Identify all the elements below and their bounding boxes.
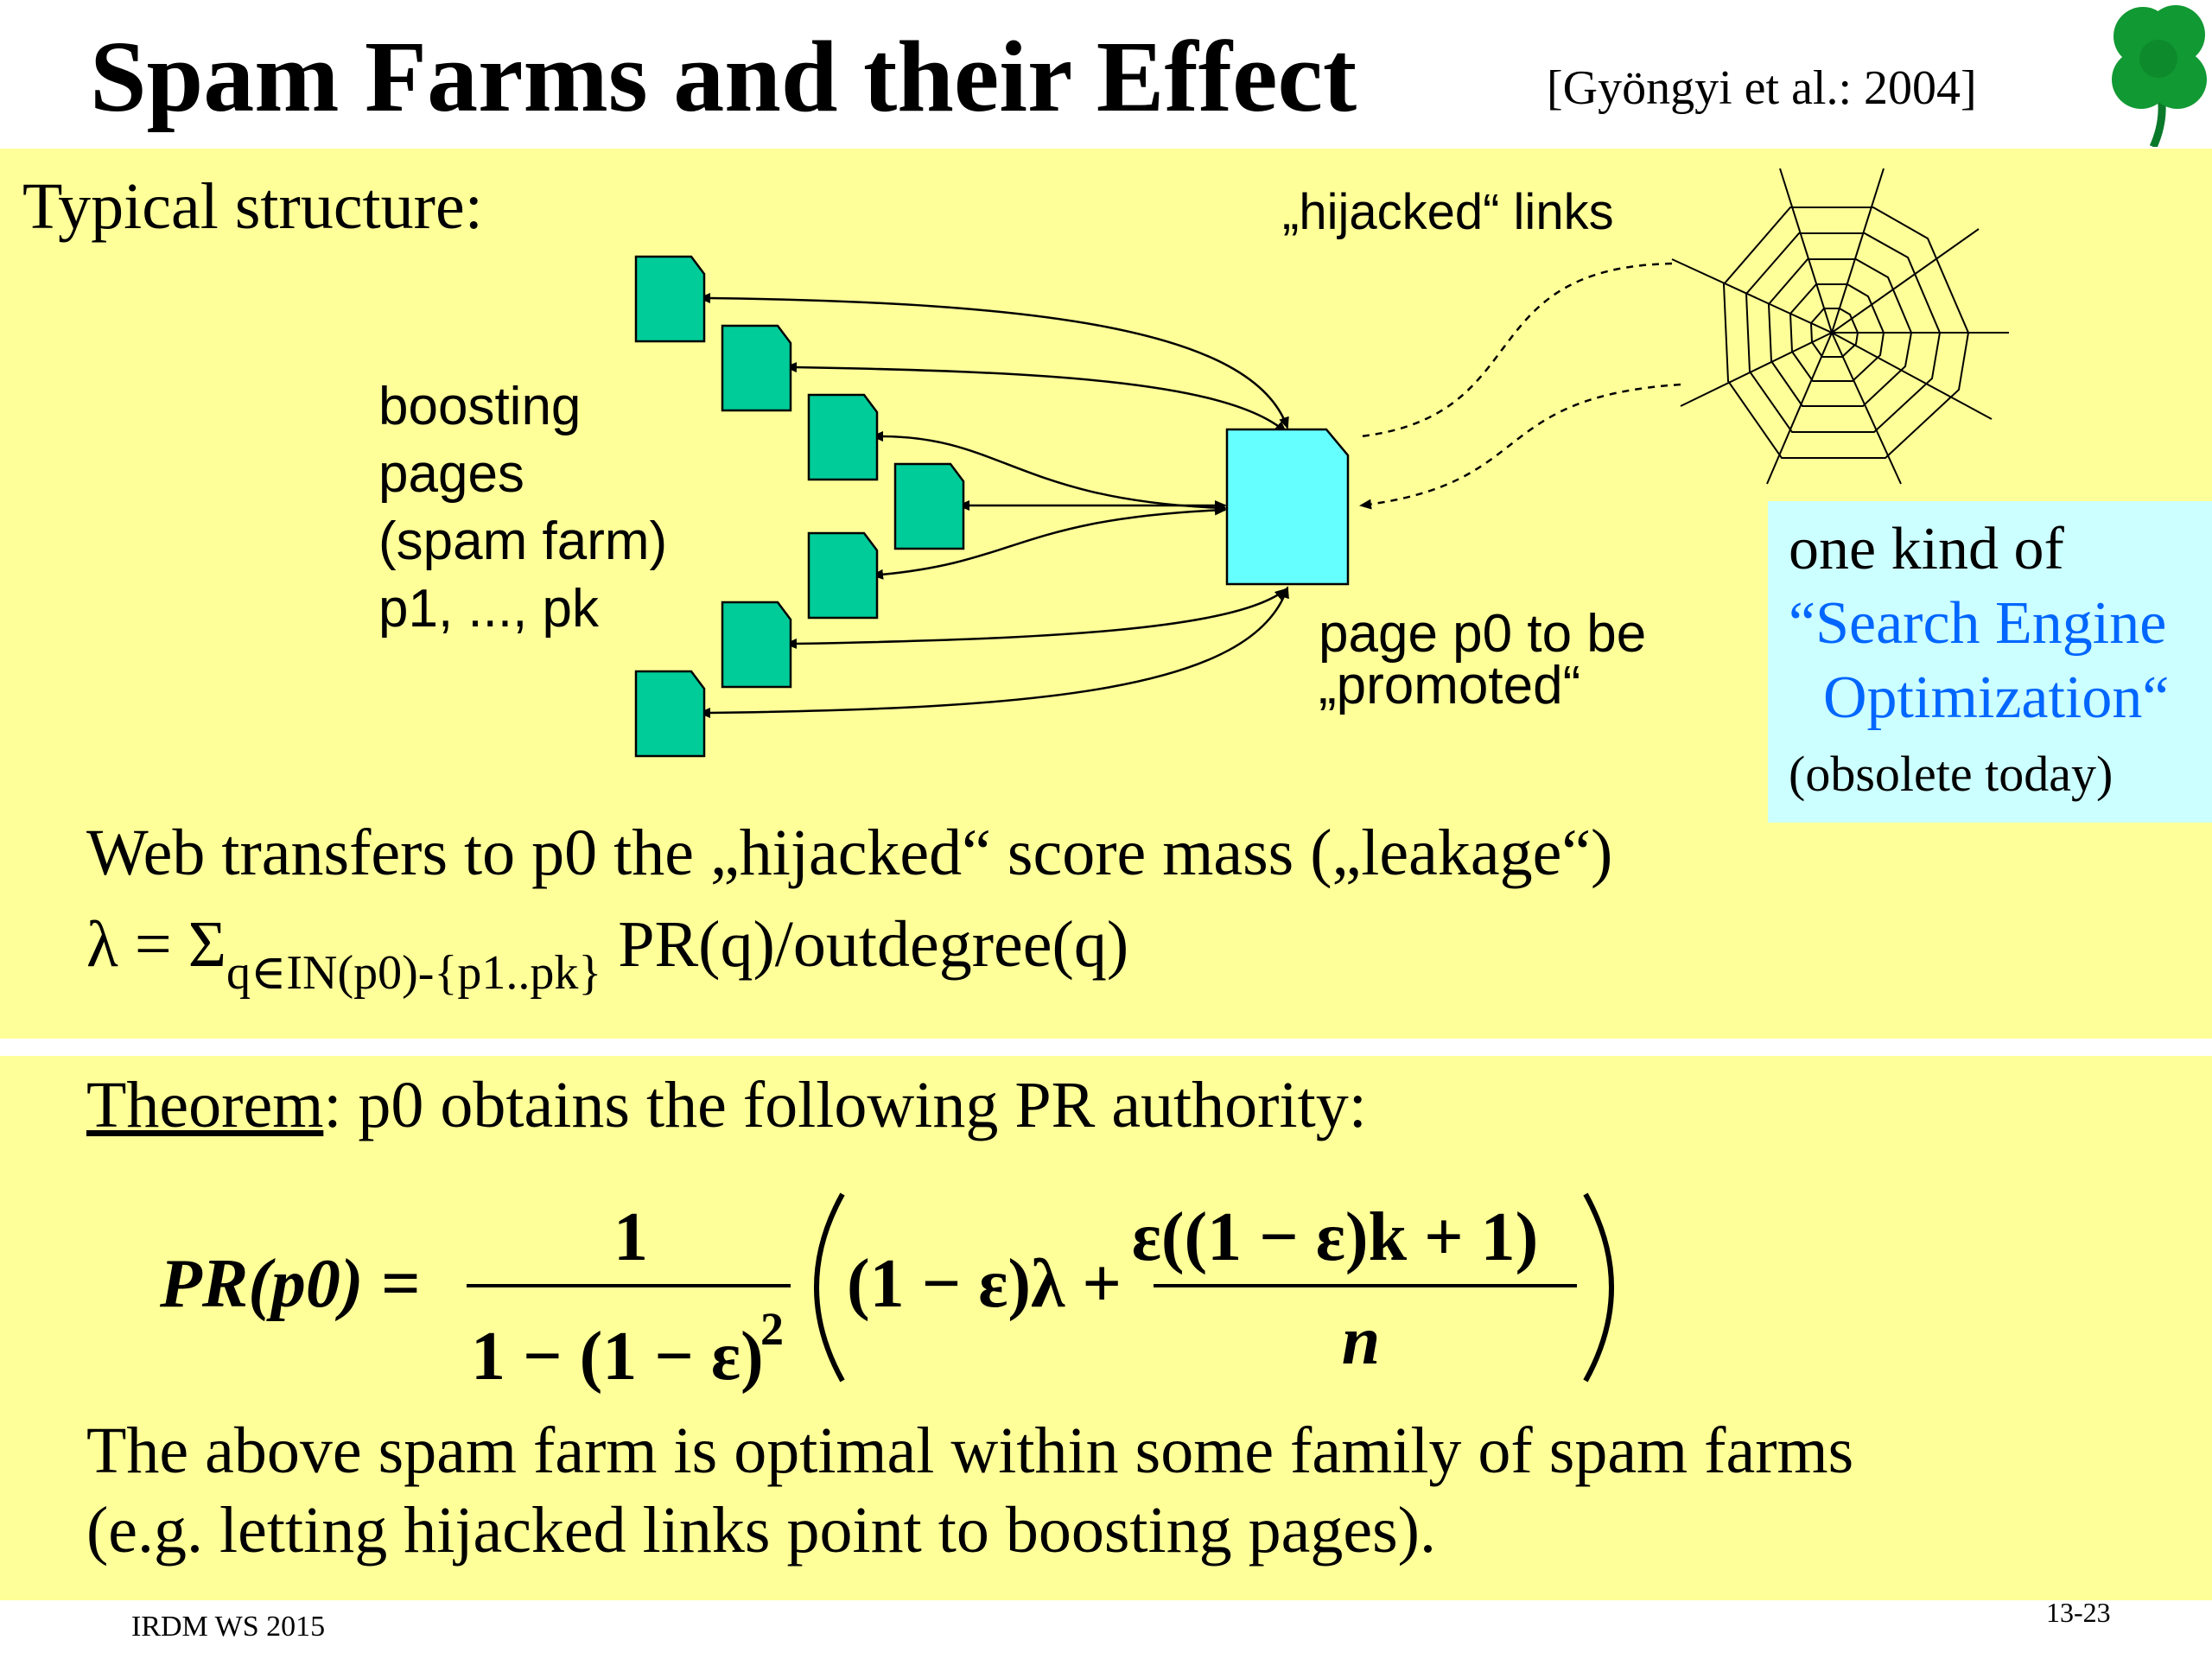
seo-note-highlight: Optimization“: [1823, 664, 2170, 731]
seo-note-line: (obsolete today): [1789, 746, 2113, 802]
target-page-p0: [1225, 428, 1350, 586]
promoted-page-label: page p0 to be „promoted“: [1319, 604, 1647, 715]
theorem-text: : p0 obtains the following PR authority:: [323, 1069, 1367, 1141]
slide-title: Spam Farms and their Effect: [90, 20, 1357, 133]
lambda-lhs: λ = Σ: [86, 908, 226, 981]
left-paren: [814, 1192, 845, 1382]
seo-note-line: one kind of: [1789, 516, 2064, 582]
frac2-numerator: ε((1 − ε)k + 1): [1132, 1199, 1539, 1275]
leakage-description: Web transfers to p0 the „hijacked“ score…: [86, 817, 1613, 889]
boosting-page: [807, 393, 879, 481]
frac1-denominator: 1 − (1 − ε): [471, 1319, 764, 1395]
seo-note-box: [1768, 501, 2212, 823]
lambda-definition: λ = Σq∈IN(p0)-{p1..pk} PR(q)/outdegree(q…: [86, 907, 1129, 1000]
footer-slide-number: 13-23: [2046, 1597, 2111, 1628]
label-line: (spam farm): [378, 512, 668, 571]
frac1-exponent: 2: [760, 1303, 784, 1355]
lambda-subscript: q∈IN(p0)-{p1..pk}: [226, 946, 602, 1000]
lambda-rhs: PR(q)/outdegree(q): [618, 908, 1129, 981]
formula-lhs: PR(p0) =: [159, 1246, 420, 1322]
boosting-page: [893, 462, 965, 550]
lower-content-band: [0, 1056, 2212, 1600]
spam-farm-diagram: [634, 168, 2009, 758]
label-line: pages: [378, 444, 524, 504]
footer-course: IRDM WS 2015: [131, 1611, 326, 1643]
theorem-label: Theorem: [86, 1069, 324, 1141]
formula-term: (1 − ε)λ +: [847, 1246, 1122, 1322]
theorem-statement: Theorem: p0 obtains the following PR aut…: [86, 1068, 1367, 1143]
label-line: p1, ..., pk: [378, 579, 600, 639]
boosting-page: [721, 601, 792, 689]
boosting-page: [634, 255, 706, 343]
hijacked-links-label: „hijacked“ links: [1282, 184, 1614, 240]
frac1-numerator: 1: [613, 1199, 648, 1275]
boosting-page: [721, 324, 792, 412]
seo-note-highlight: “Search Engine: [1789, 590, 2167, 657]
frac2-denominator: n: [1342, 1303, 1381, 1379]
label-line: „promoted“: [1319, 656, 1581, 715]
pr-formula: PR(p0) = 1 1 − (1 − ε) 2 (1 − ε)λ + ε((1…: [159, 1192, 1614, 1395]
label-line: boosting: [378, 377, 582, 436]
right-paren: [1583, 1192, 1614, 1382]
conclusion-line-1: The above spam farm is optimal within so…: [86, 1414, 1854, 1487]
conclusion-line-2: (e.g. letting hijacked links point to bo…: [86, 1494, 1436, 1567]
citation: [Gyöngyi et al.: 2004]: [1547, 61, 1977, 115]
boosting-page: [634, 670, 706, 758]
boosting-page: [807, 531, 879, 620]
typical-structure-label: Typical structure:: [22, 170, 483, 243]
clover-icon: [2112, 5, 2207, 147]
label-line: page p0 to be: [1319, 604, 1647, 664]
spider-web-icon: [1671, 168, 2009, 485]
boosting-pages-label: boosting pages (spam farm) p1, ..., pk: [378, 373, 667, 643]
